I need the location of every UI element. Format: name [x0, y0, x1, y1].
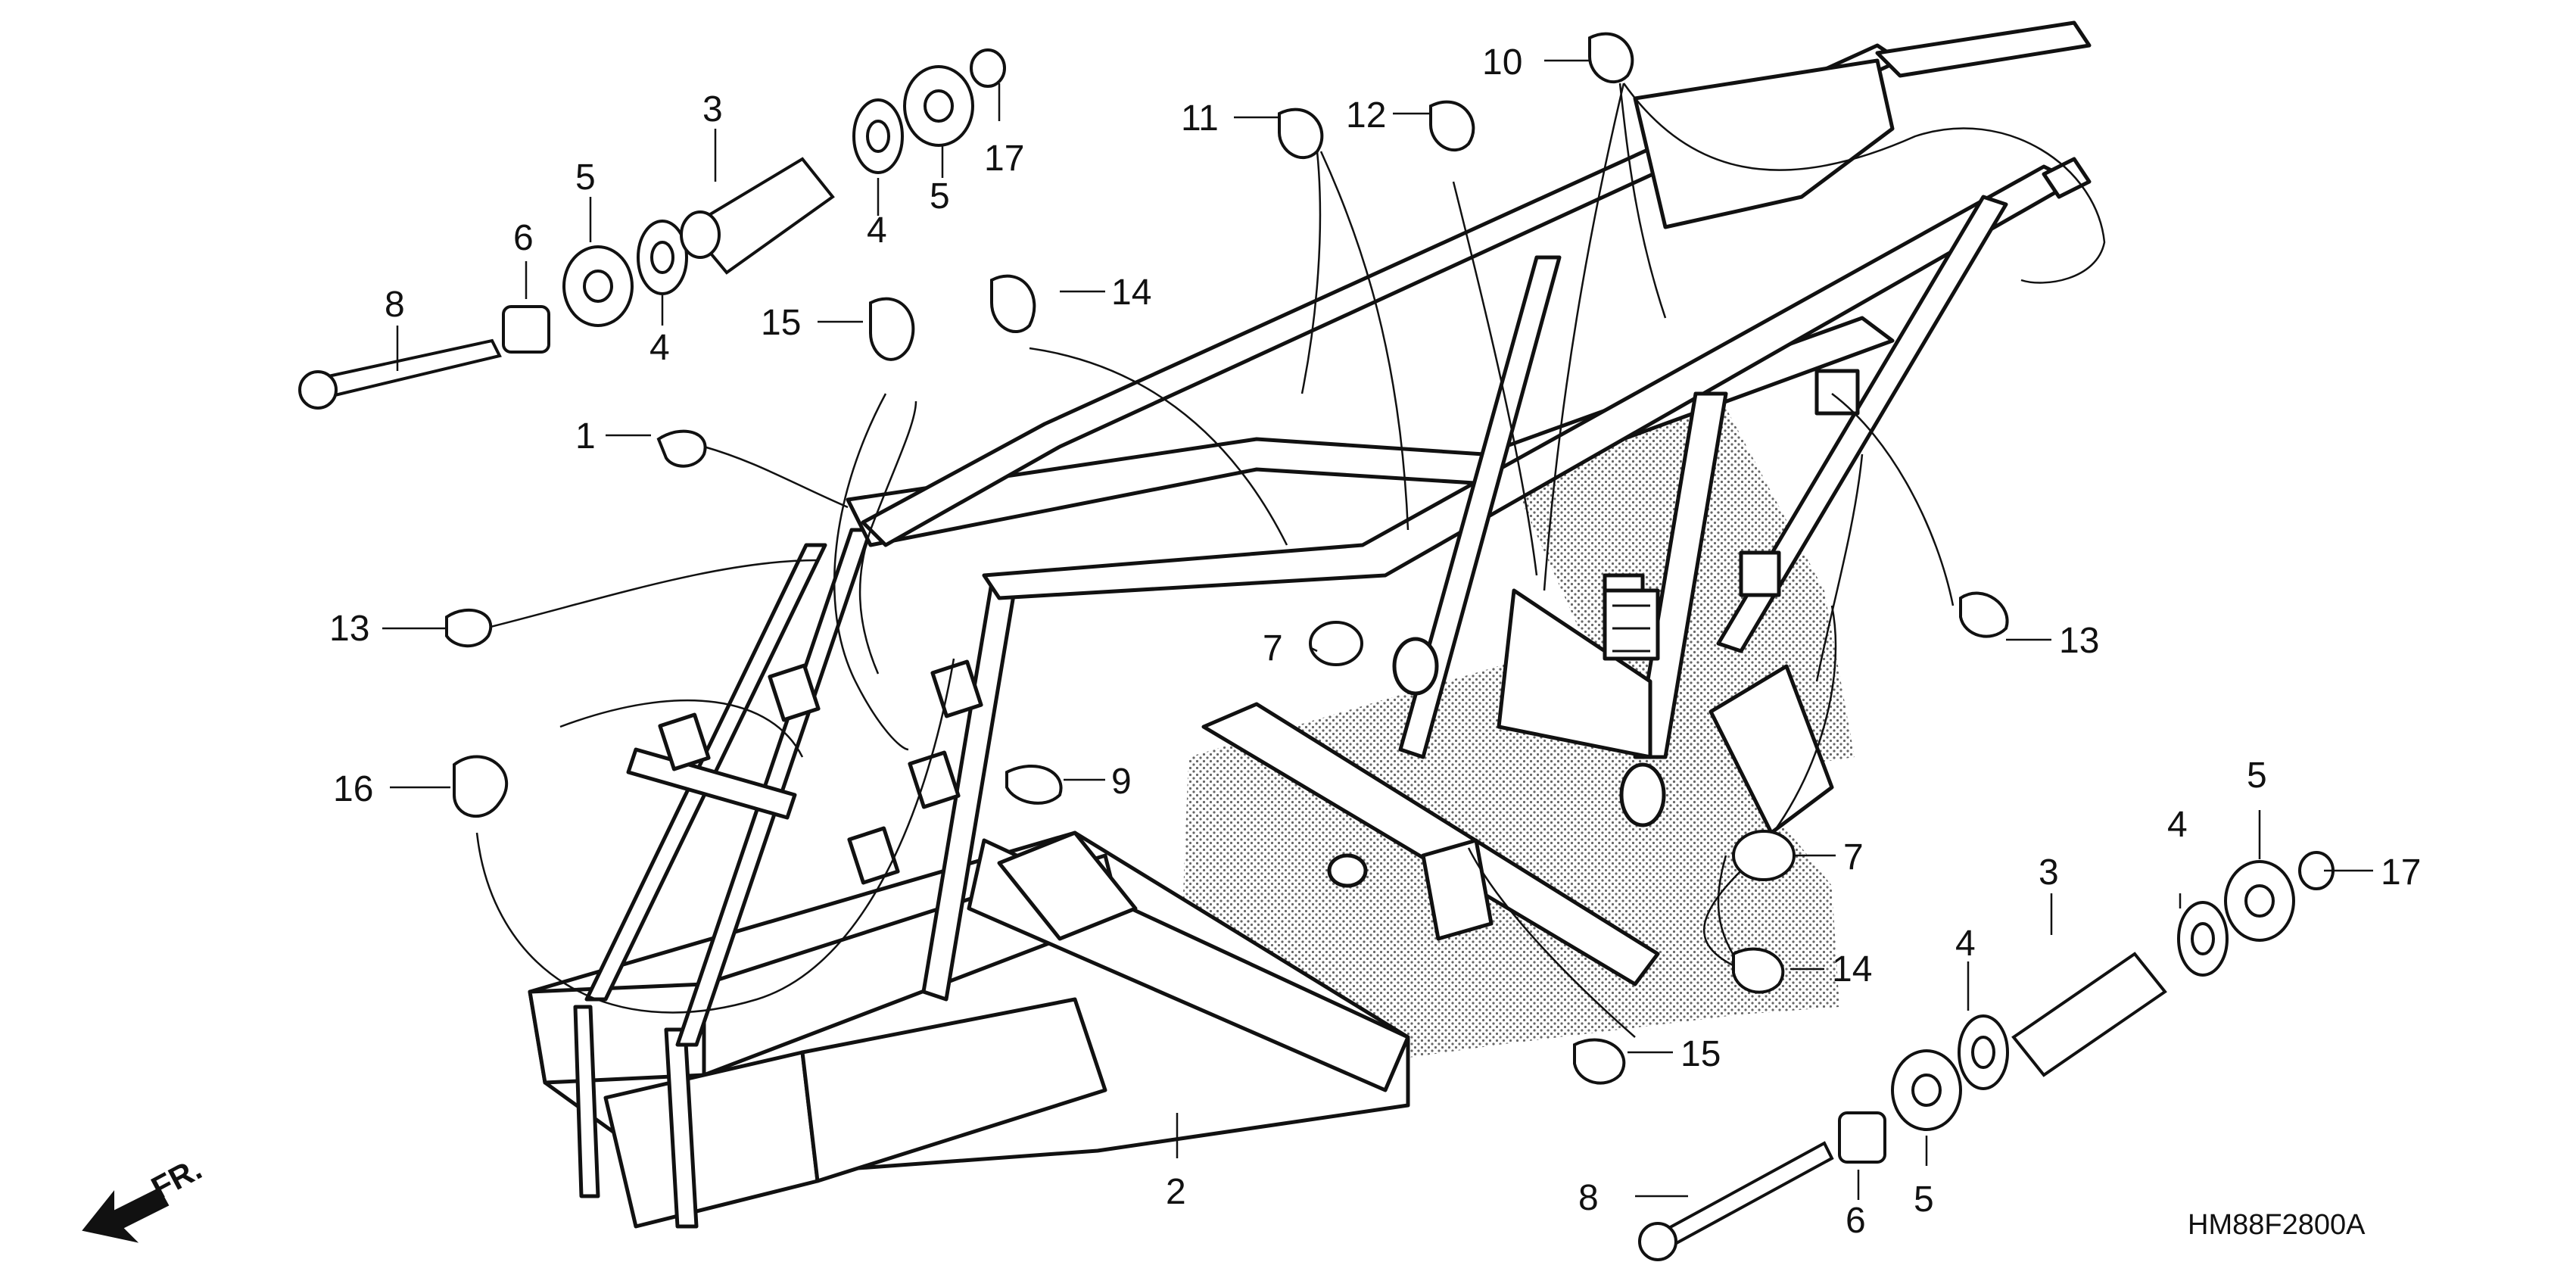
callout-4-upper-a: 4: [867, 210, 887, 251]
callout-3-lower: 3: [2039, 852, 2059, 893]
callout-leader-lines: [382, 59, 2373, 1200]
callout-4-lower-a: 4: [1955, 924, 1976, 964]
callout-16: 16: [333, 769, 373, 809]
upper-left-pivot-assembly: [298, 48, 1006, 410]
callout-5-lower-a: 5: [2247, 756, 2267, 796]
callout-12: 12: [1346, 95, 1386, 136]
callout-2: 2: [1166, 1172, 1186, 1212]
grommet-lower: [1732, 830, 1796, 881]
callout-14-lower: 14: [1832, 949, 1872, 989]
callout-4-upper-b: 4: [649, 328, 670, 368]
callout-15-upper: 15: [761, 303, 801, 343]
callout-5-lower-b: 5: [1914, 1179, 1934, 1220]
callout-1: 1: [575, 416, 596, 457]
grommet-upper: [1309, 621, 1363, 666]
callout-15-lower: 15: [1680, 1034, 1721, 1074]
callout-7-lower: 7: [1843, 837, 1864, 877]
callout-10: 10: [1482, 42, 1522, 83]
diagram-code: HM88F2800A: [2188, 1209, 2366, 1241]
callout-7-upper: 7: [1263, 628, 1283, 668]
callout-13-left: 13: [329, 609, 369, 649]
lower-right-pivot-assembly: [1638, 851, 2335, 1261]
callout-8-upper: 8: [385, 285, 405, 325]
clamps: [445, 32, 2009, 1085]
callout-13-right: 13: [2059, 621, 2099, 661]
callout-5-upper-b: 5: [930, 176, 950, 217]
callout-labels: 1 2 3 4 4 5 5 6 7 8 9 10 11 12 13 13 14 …: [329, 42, 2421, 1241]
frame-body: [528, 20, 2092, 1229]
callout-6-upper: 6: [513, 218, 534, 258]
callout-4-lower-b: 4: [2167, 805, 2188, 845]
callout-11: 11: [1181, 98, 1219, 139]
callout-8-lower: 8: [1578, 1178, 1599, 1218]
callout-9: 9: [1111, 762, 1132, 802]
callout-17-lower: 17: [2381, 852, 2421, 893]
callout-3-upper: 3: [702, 89, 723, 129]
callout-17-upper: 17: [984, 139, 1024, 179]
callout-6-lower: 6: [1846, 1201, 1866, 1241]
callout-5-upper-a: 5: [575, 157, 596, 198]
front-direction-arrow: FR.: [82, 1151, 207, 1243]
callout-14-upper: 14: [1111, 273, 1151, 313]
